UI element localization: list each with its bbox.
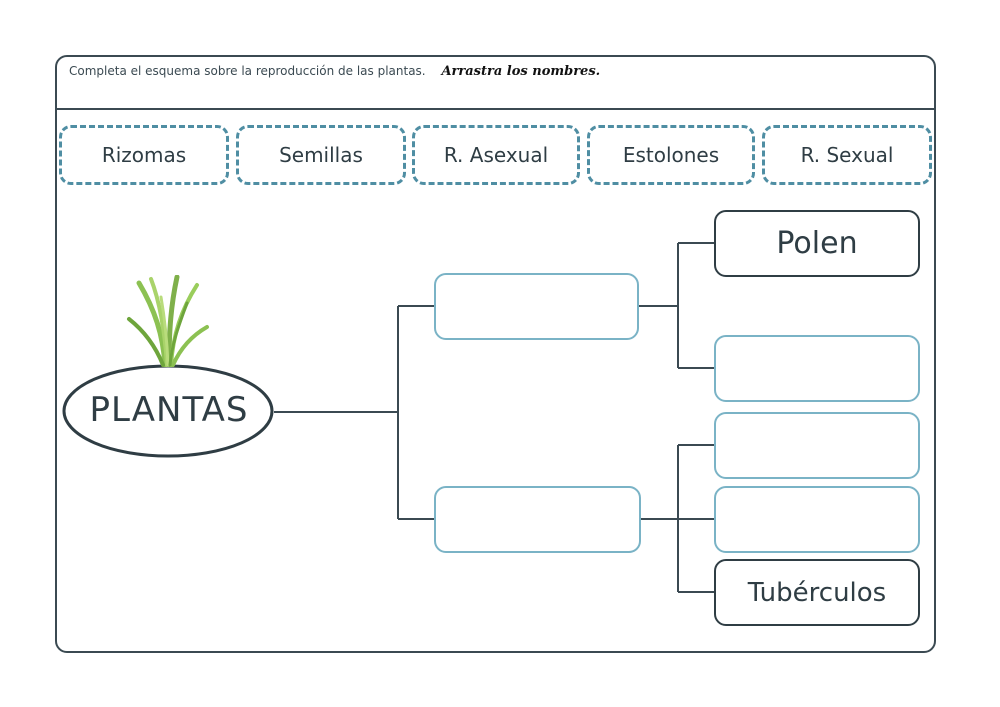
chip-estolones[interactable]: Estolones	[587, 125, 755, 185]
drop-slot-sexual-2[interactable]	[714, 335, 920, 402]
header-divider	[55, 108, 936, 110]
drop-slot-asexual-2[interactable]	[714, 486, 920, 553]
root-node-plantas: PLANTAS	[89, 390, 249, 430]
chip-r-sexual[interactable]: R. Sexual	[762, 125, 932, 185]
chip-r-asexual[interactable]: R. Asexual	[412, 125, 580, 185]
chip-rizomas[interactable]: Rizomas	[59, 125, 229, 185]
drop-slot-asexual-1[interactable]	[714, 412, 920, 479]
drop-slot-level1-bottom[interactable]	[434, 486, 641, 553]
grass-icon	[127, 275, 209, 367]
drop-slot-level1-top[interactable]	[434, 273, 639, 340]
instructions: Completa el esquema sobre la reproducció…	[69, 64, 600, 84]
label-tuberculos: Tubérculos	[714, 559, 920, 626]
chip-semillas[interactable]: Semillas	[236, 125, 406, 185]
label-polen: Polen	[714, 210, 920, 277]
instructions-text: Completa el esquema sobre la reproducció…	[69, 64, 426, 78]
instructions-emphasis: Arrastra los nombres.	[441, 64, 601, 79]
